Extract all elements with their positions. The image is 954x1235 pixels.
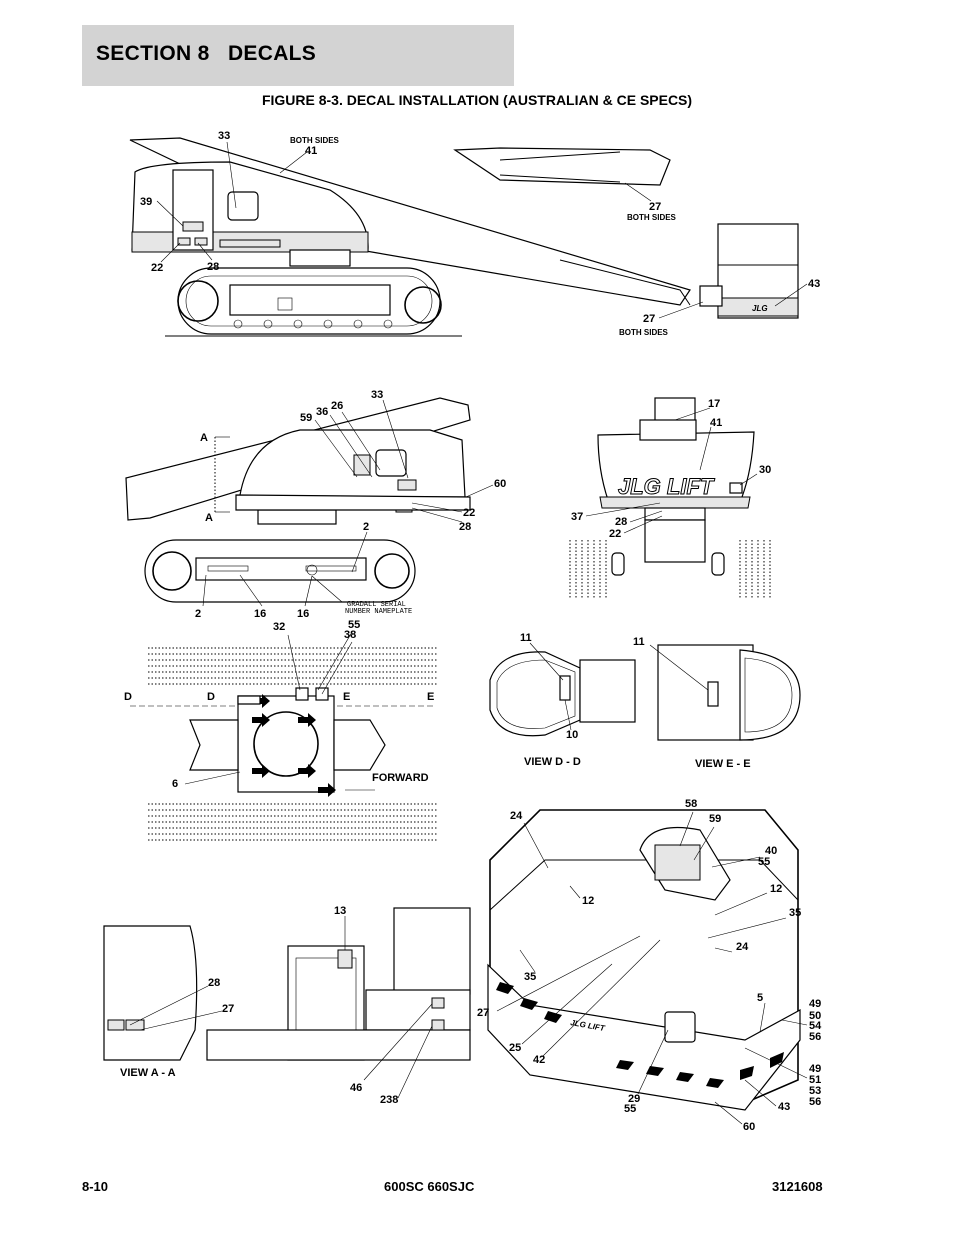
callout-27: 27 <box>649 201 661 213</box>
callout-43: 43 <box>808 278 820 290</box>
callout-12: 12 <box>582 895 594 907</box>
callout-26: 26 <box>331 400 343 412</box>
callout-27: 27 <box>643 313 655 325</box>
callout-29: 29 <box>628 1093 640 1105</box>
callout-28: 28 <box>615 516 627 528</box>
callout-36: 36 <box>316 406 328 418</box>
callout-17: 17 <box>708 398 720 410</box>
callout-37: 37 <box>571 511 583 523</box>
view-a-a-drawing <box>103 925 223 1061</box>
callout-60: 60 <box>494 478 506 490</box>
callout-53: 53 <box>809 1085 821 1097</box>
section-header-box <box>82 25 514 86</box>
callout-32: 32 <box>273 621 285 633</box>
section-title: SECTION 8 DECALS <box>96 42 317 65</box>
jlg-lift-logo: JLG LIFT <box>618 474 715 499</box>
callout-39: 39 <box>140 196 152 208</box>
callout-56: 56 <box>809 1031 821 1043</box>
callout-55: 55 <box>758 856 770 868</box>
turntable-side-view <box>125 397 494 607</box>
callout-10: 10 <box>566 729 578 741</box>
callout-38: 38 <box>344 629 356 641</box>
callout-22: 22 <box>609 528 621 540</box>
callout-41: 41 <box>710 417 722 429</box>
model-numbers: 600SC 660SJC <box>384 1179 475 1194</box>
callout-56: 56 <box>809 1096 821 1108</box>
callout-54: 54 <box>809 1020 822 1032</box>
callout-28: 28 <box>208 977 220 989</box>
callout-60: 60 <box>743 1121 755 1133</box>
section-marker-d: D <box>124 691 132 703</box>
view-e-e-drawing <box>649 644 801 741</box>
section-marker-e: E <box>343 691 350 703</box>
callout-2: 2 <box>363 521 369 533</box>
callout-11: 11 <box>633 636 645 648</box>
callout-27: 27 <box>222 1003 234 1015</box>
callout-41: 41 <box>305 145 317 157</box>
figure-title: FIGURE 8-3. DECAL INSTALLATION (AUSTRALI… <box>261 92 693 108</box>
callout-27: 27 <box>477 1007 489 1019</box>
gradall-nameplate-label: GRADALL SERIAL <box>347 601 406 609</box>
section-marker-a: A <box>200 432 208 444</box>
turntable-rear-view: JLG LIFT <box>569 397 771 598</box>
callout-40: 40 <box>765 845 777 857</box>
callout-12: 12 <box>770 883 782 895</box>
document-number: 3121608 <box>772 1179 823 1194</box>
callout-33: 33 <box>218 130 230 142</box>
view-a-a-label: VIEW A - A <box>120 1067 176 1079</box>
view-d-d-drawing <box>489 642 636 737</box>
callout-59: 59 <box>709 813 721 825</box>
section-marker-e: E <box>427 691 434 703</box>
callout-35: 35 <box>789 907 801 919</box>
machine-side-view: JLG <box>129 137 808 337</box>
callout-2: 2 <box>195 608 201 620</box>
callout-11: 11 <box>520 632 532 644</box>
platform-jlg-logo: JLG <box>752 304 768 313</box>
section-marker-d: D <box>207 691 215 703</box>
platform-leader-lines <box>496 811 808 1125</box>
callout-both-sides: BOTH SIDES <box>627 213 677 222</box>
callout-55: 55 <box>624 1103 636 1115</box>
gradall-nameplate-label: NUMBER NAMEPLATE <box>345 608 412 616</box>
callout-6: 6 <box>172 778 178 790</box>
callout-49: 49 <box>809 998 821 1010</box>
callout-25: 25 <box>509 1042 521 1054</box>
callout-28: 28 <box>459 521 471 533</box>
callout-24: 24 <box>510 810 523 822</box>
callout-both-sides: BOTH SIDES <box>290 136 340 145</box>
callout-16: 16 <box>254 608 266 620</box>
view-e-e-label: VIEW E - E <box>695 758 751 770</box>
view-d-d-label: VIEW D - D <box>524 756 581 768</box>
section-marker-a: A <box>205 512 213 524</box>
callout-22: 22 <box>463 507 475 519</box>
callout-both-sides: BOTH SIDES <box>619 328 669 337</box>
callout-238: 238 <box>380 1094 398 1106</box>
callout-35: 35 <box>524 971 536 983</box>
callout-55: 55 <box>348 619 360 631</box>
callout-16: 16 <box>297 608 309 620</box>
callout-13: 13 <box>334 905 346 917</box>
callout-30: 30 <box>759 464 771 476</box>
callout-50: 50 <box>809 1010 821 1022</box>
callout-51: 51 <box>809 1074 821 1086</box>
page-number: 8-10 <box>82 1179 109 1194</box>
callout-28: 28 <box>207 261 219 273</box>
callout-42: 42 <box>533 1054 545 1066</box>
forward-label: FORWARD <box>372 772 429 784</box>
callout-43: 43 <box>778 1101 790 1113</box>
callout-59: 59 <box>300 412 312 424</box>
callout-46: 46 <box>350 1082 362 1094</box>
undercarriage-top-view <box>130 631 438 841</box>
callout-33: 33 <box>371 389 383 401</box>
callout-5: 5 <box>757 992 763 1004</box>
callout-49: 49 <box>809 1063 821 1075</box>
callout-24: 24 <box>736 941 749 953</box>
callout-58: 58 <box>685 798 697 810</box>
callout-22: 22 <box>151 262 163 274</box>
platform-basket-drawing: JLG LIFT <box>487 809 801 1111</box>
engine-compartment-drawing <box>206 907 471 1099</box>
